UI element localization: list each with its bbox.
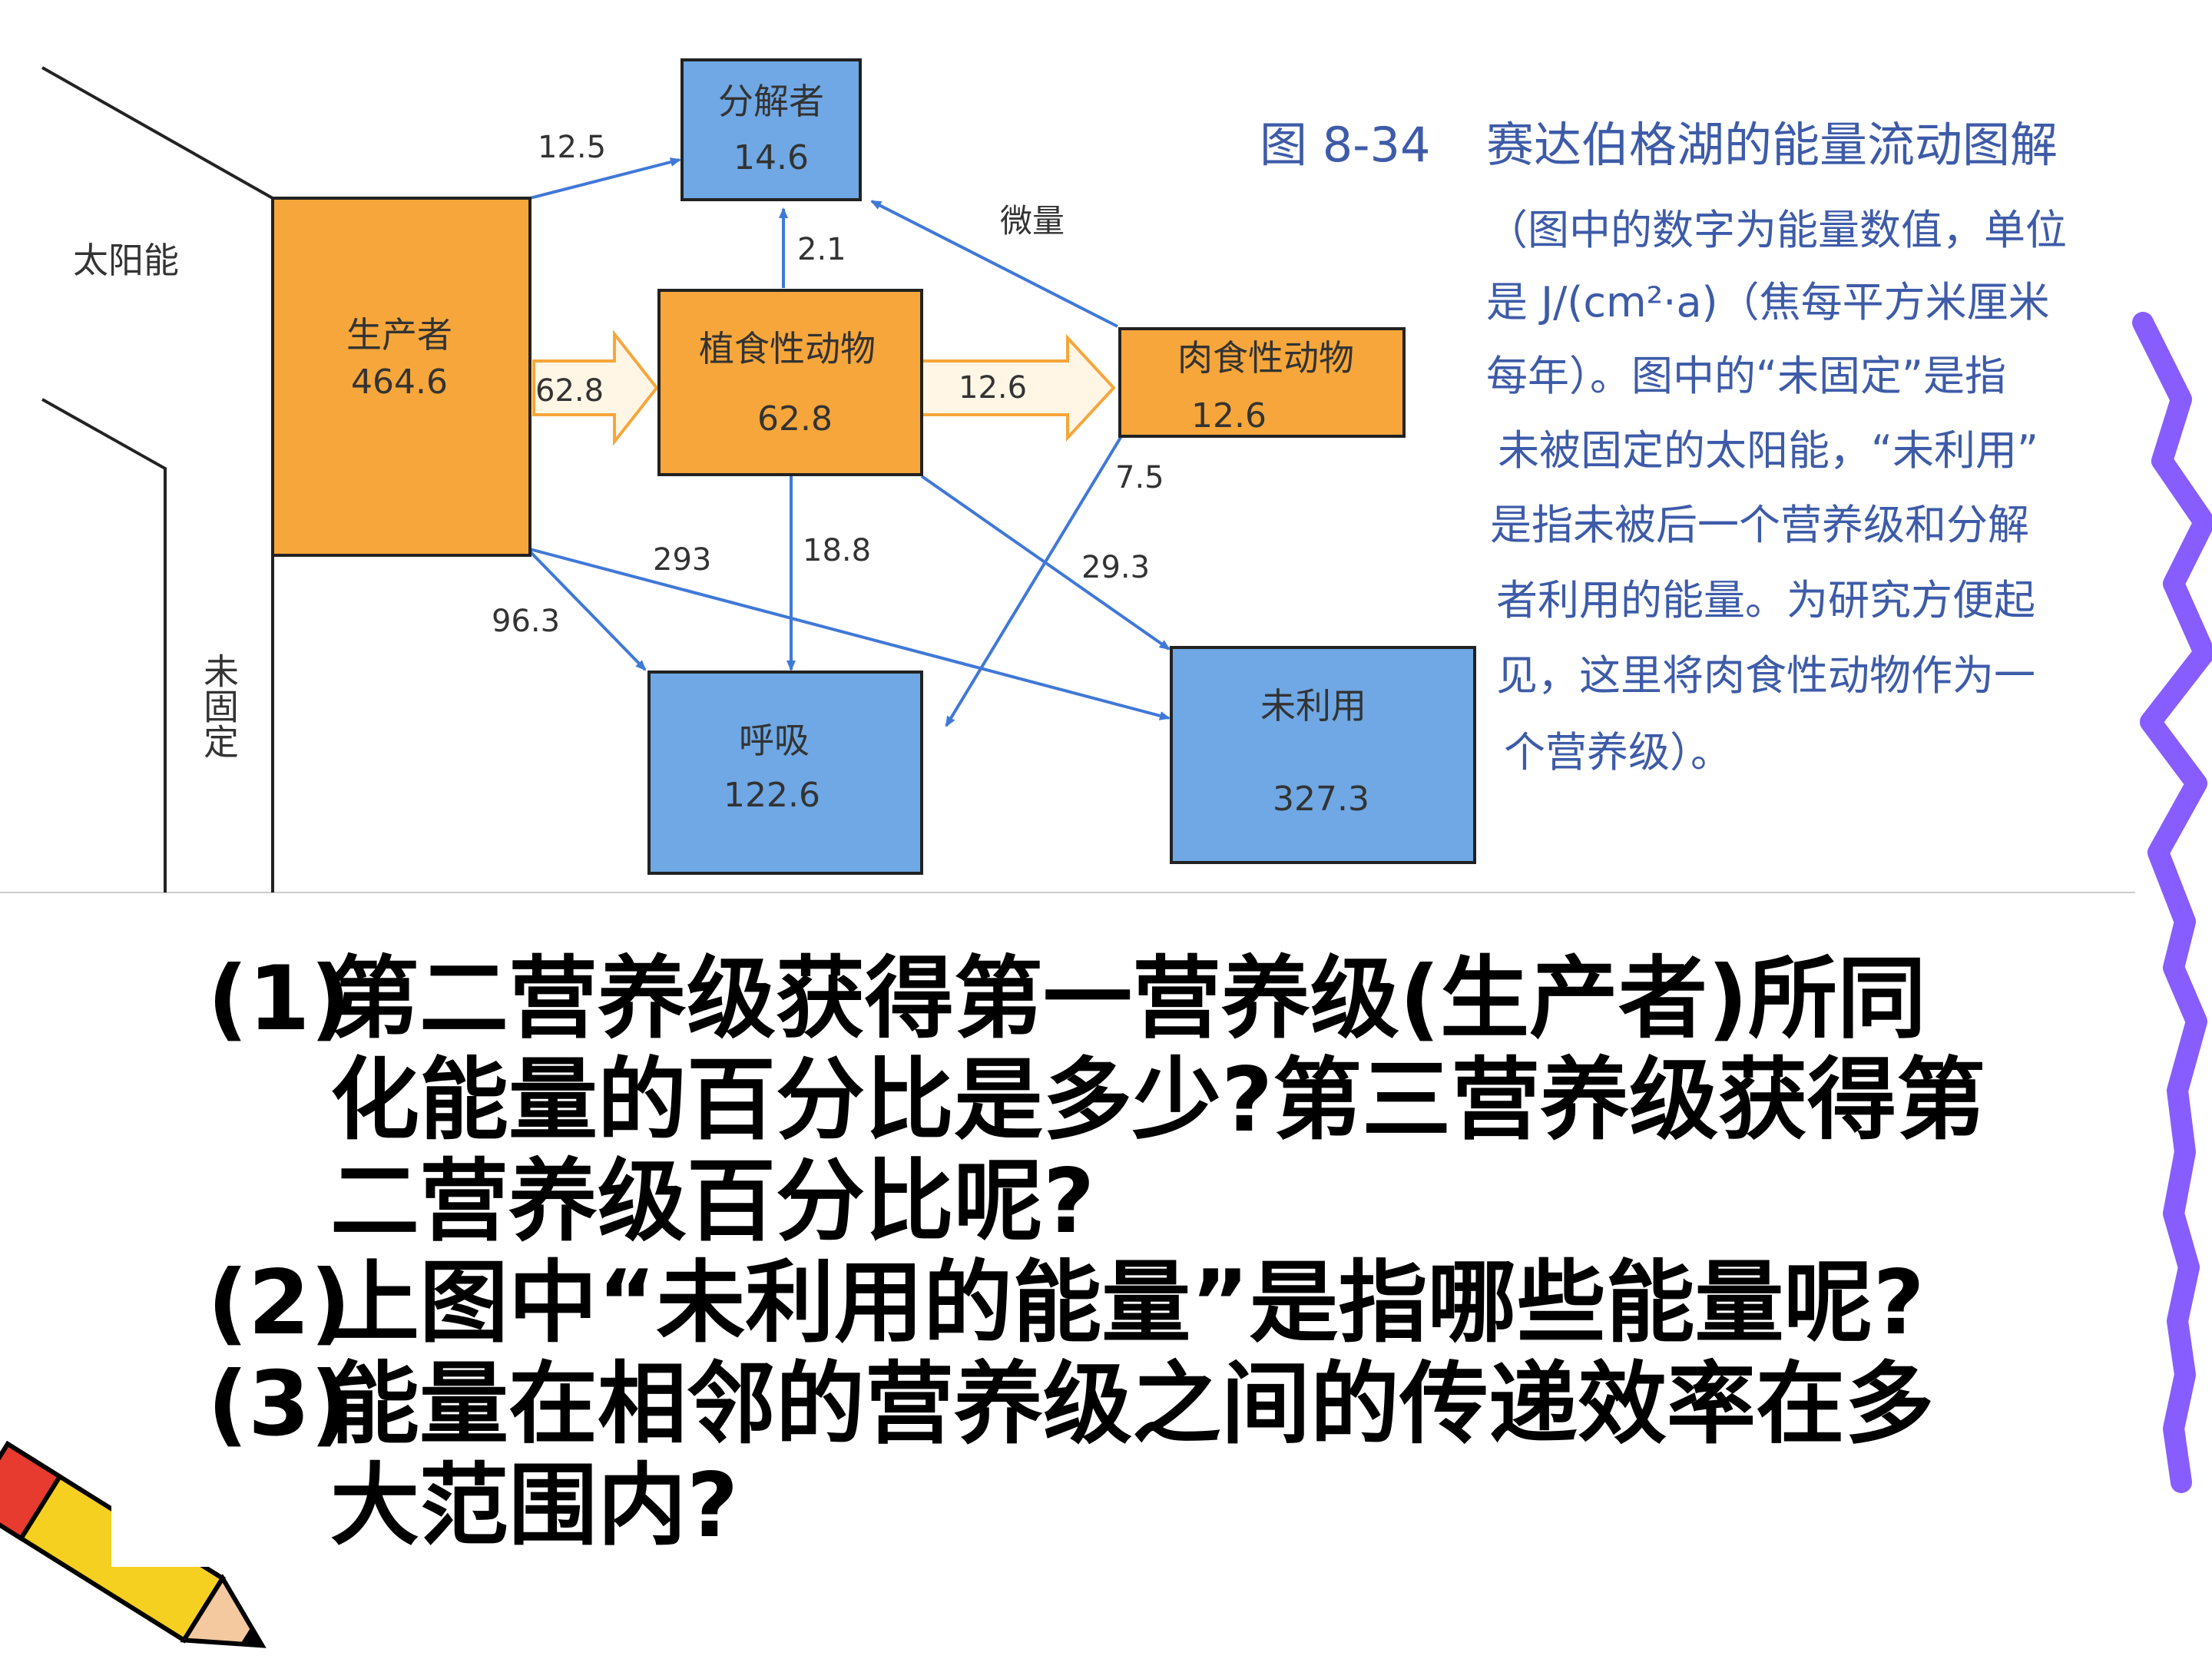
carnivore-value: 12.6 <box>1191 396 1267 435</box>
flow-label-herbivore-unused: 29.3 <box>1081 550 1150 585</box>
unused-value: 327.3 <box>1273 780 1369 819</box>
flow-label-producer-decomposer: 12.5 <box>538 130 606 165</box>
flow-label-producer-unused: 293 <box>653 542 711 578</box>
caption-line: 个营养级）。 <box>1504 728 1732 777</box>
flow-arrows <box>528 157 1171 727</box>
flow-label-producer-respiration: 96.3 <box>492 604 560 639</box>
figure-caption: 图 8-34 赛达伯格湖的能量流动图解 （图中的数字为能量数值，单位 是 J/(… <box>1260 117 2067 777</box>
question-number: (2) <box>207 1251 351 1355</box>
figure-title: 赛达伯格湖的能量流动图解 <box>1486 117 2058 173</box>
node-carnivore: 肉食性动物 12.6 <box>1118 327 1406 438</box>
producer-to-decomposer-arrow <box>529 157 681 200</box>
node-decomposer: 分解者 14.6 <box>680 58 862 201</box>
solar-energy-label: 太阳能 <box>73 240 179 281</box>
caption-line: 见，这里将肉食性动物作为一 <box>1496 651 2035 700</box>
energy-flow-diagram: 生产者 464.6 分解者 14.6 植食性动物 62.8 肉食性动物 12.6… <box>0 58 2135 893</box>
producer-name: 生产者 <box>346 314 452 356</box>
question-2: (2) 上图中“未利用的能量”是指哪些能量呢? <box>207 1253 2012 1354</box>
node-producer: 生产者 464.6 <box>271 197 531 557</box>
caption-line: 是指未被后一个营养级和分解 <box>1490 501 2029 549</box>
caption-line: 未被固定的太阳能，“未利用” <box>1498 426 2038 475</box>
question-text: 上图中“未利用的能量”是指哪些能量呢? <box>330 1251 1925 1355</box>
pencil-decoration <box>0 1440 267 1648</box>
flow-label-carnivore-respiration: 7.5 <box>1115 460 1164 495</box>
herbivore-name: 植食性动物 <box>699 328 876 369</box>
decomposer-name: 分解者 <box>718 81 824 122</box>
herbivore-to-carnivore-arrow <box>920 333 1116 442</box>
node-respiration: 呼吸 122.6 <box>647 671 923 875</box>
producer-to-herbivore-arrow <box>532 329 659 446</box>
respiration-value: 122.6 <box>724 776 820 815</box>
purple-squiggle-decoration <box>2132 312 2212 1493</box>
sunlight-lines <box>41 66 274 892</box>
carnivore-to-respiration-arrow <box>945 435 1123 727</box>
flow-label-carnivore-decomposer: 微量 <box>1000 202 1065 240</box>
flow-label-herbivore-carnivore: 12.6 <box>959 370 1027 406</box>
figure-number: 图 8-34 <box>1260 117 1430 173</box>
hollow-arrows <box>532 329 1116 446</box>
respiration-name: 呼吸 <box>739 720 810 761</box>
producer-to-unused-arrow <box>529 548 1171 720</box>
herbivore-value: 62.8 <box>757 399 833 439</box>
unfixed-label: 未固定 <box>198 653 240 759</box>
caption-line: 是 J/(cm²·a)（焦每平方米厘米 <box>1486 278 2050 326</box>
node-unused: 未利用 327.3 <box>1170 646 1476 864</box>
producer-value: 464.6 <box>351 363 448 402</box>
caption-line: 每年）。图中的“未固定”是指 <box>1486 352 2006 400</box>
flow-label-herbivore-respiration: 18.8 <box>803 533 871 568</box>
producer-to-respiration-arrow <box>528 550 647 671</box>
question-number: (3) <box>207 1353 351 1456</box>
unused-name: 未利用 <box>1260 685 1366 727</box>
flow-label-producer-herbivore: 62.8 <box>535 373 604 409</box>
question-3: (3) 能量在相邻的营养级之间的传递效率在多大范围内? <box>207 1354 2012 1557</box>
decomposer-value: 14.6 <box>733 138 809 177</box>
flow-label-herbivore-decomposer: 2.1 <box>797 232 846 267</box>
carnivore-to-decomposer-arrow <box>870 200 1118 328</box>
caption-line: 者利用的能量。为研究方便起 <box>1496 576 2035 624</box>
question-text: 能量在相邻的营养级之间的传递效率在多大范围内? <box>330 1353 1934 1558</box>
question-1: (1) 第二营养级获得第一营养级(生产者)所同化能量的百分比是多少?第三营养级获… <box>207 949 2012 1253</box>
question-list: (1) 第二营养级获得第一营养级(生产者)所同化能量的百分比是多少?第三营养级获… <box>207 949 2012 1557</box>
question-text: 第二营养级获得第一营养级(生产者)所同化能量的百分比是多少?第三营养级获得第二营… <box>330 947 1986 1253</box>
caption-line: （图中的数字为能量数值，单位 <box>1486 206 2067 254</box>
flow-labels: 12.5 2.1 微量 62.8 12.6 7.5 293 18.8 29.3 … <box>492 130 1164 639</box>
carnivore-name: 肉食性动物 <box>1177 337 1354 379</box>
node-herbivore: 植食性动物 62.8 <box>657 289 923 476</box>
question-number: (1) <box>207 947 351 1051</box>
